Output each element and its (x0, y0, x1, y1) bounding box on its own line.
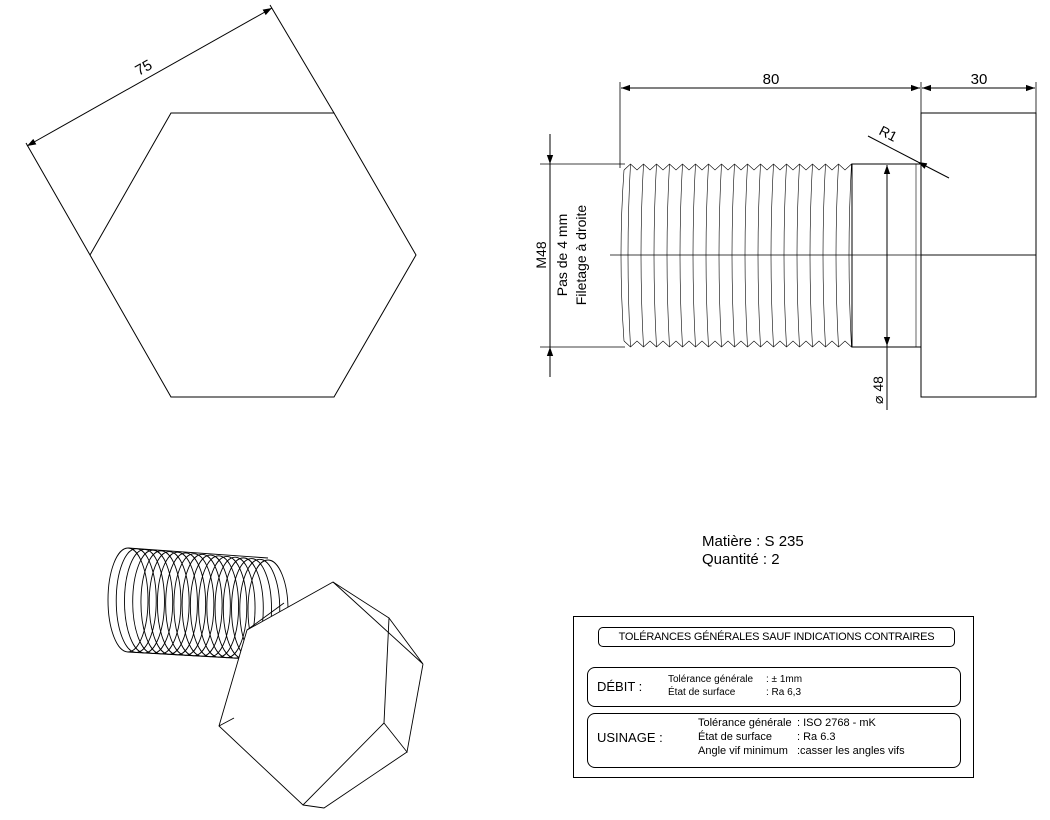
usinage-tolerance-key: Tolérance générale (698, 717, 792, 729)
thread-crest-line (770, 163, 774, 348)
thread-crest-line (744, 163, 748, 348)
dimension-80: 80 (763, 71, 780, 88)
thread-ring (173, 553, 215, 657)
radius-r1: R1 (877, 122, 900, 144)
thread-crest-line (692, 163, 696, 348)
thread-crest-line (640, 163, 644, 348)
side-view (540, 82, 1037, 410)
usinage-label: USINAGE : (597, 730, 663, 745)
thread-ring (132, 549, 174, 654)
isometric-view (107, 547, 424, 809)
thread-body (620, 163, 853, 348)
usinage-row: USINAGE : Tolérance générale : ISO 2768 -… (587, 713, 961, 768)
thread-direction: Filetage à droite (573, 205, 589, 306)
extension-line-left (25, 142, 91, 256)
thread-profile (623, 340, 853, 348)
debit-surface-value: : Ra 6,3 (766, 687, 802, 698)
tolerances-box: TOLÉRANCES GÉNÉRALES SAUF INDICATIONS CO… (573, 616, 974, 778)
thread-designation: M48 (533, 241, 549, 268)
debit-values: Tolérance générale : ± 1mm État de surfac… (668, 673, 802, 699)
thread-ring (198, 555, 240, 658)
usinage-angle-key: Angle vif minimum (698, 745, 788, 757)
isometric-thread (107, 547, 289, 661)
hex-view (25, 4, 417, 398)
usinage-tolerance-value: : ISO 2768 - mK (797, 717, 876, 729)
thread-crest-line (666, 163, 670, 348)
isometric-head-face (218, 581, 390, 806)
thread-crest-line (822, 163, 826, 348)
thread-ring (206, 556, 248, 659)
thread-crest-line (705, 163, 709, 348)
thread-ring (115, 548, 157, 653)
thread-crest-line (757, 163, 761, 348)
thread-ring (181, 553, 223, 657)
material-note: Matière : S 235 Quantité : 2 (702, 533, 804, 569)
debit-label: DÉBIT : (597, 679, 643, 694)
thread-crest-line (848, 163, 852, 348)
thread-ring (148, 551, 190, 655)
thread-crest-line (653, 163, 657, 348)
thread-crest-line (718, 163, 722, 348)
dimension-line-75 (26, 7, 273, 147)
thread-crest-line (835, 163, 839, 348)
extension-line-right (269, 4, 335, 114)
material-text: Matière : S 235 (702, 533, 804, 550)
thread-ring (189, 554, 231, 658)
usinage-values: Tolérance générale : ISO 2768 - mK État d… (698, 716, 905, 758)
thread-end (620, 169, 625, 342)
debit-tolerance-value: : ± 1mm (766, 674, 803, 685)
thread-crest-line (809, 163, 813, 348)
thread-ring (140, 550, 182, 655)
thread-crest-line (627, 163, 631, 348)
thread-ring (165, 552, 207, 656)
usinage-surface-key: État de surface (698, 731, 772, 743)
debit-row: DÉBIT : Tolérance générale : ± 1mm État d… (587, 667, 961, 707)
diameter-48: ⌀ 48 (870, 376, 886, 404)
dimension-75: 75 (132, 57, 155, 80)
thread-crest-line (679, 163, 683, 348)
debit-tolerance-key: Tolérance générale (668, 674, 754, 685)
thread-ring (156, 551, 198, 656)
quantity-text: Quantité : 2 (702, 551, 780, 568)
dimension-30: 30 (971, 71, 988, 88)
usinage-angle-value: :casser les angles vifs (797, 745, 905, 757)
r1-leader (917, 161, 950, 179)
usinage-surface-value: : Ra 6.3 (797, 731, 836, 743)
thread-crest-line (796, 163, 800, 348)
hexagon-outline (89, 112, 417, 398)
thread-profile (623, 163, 853, 171)
tolerances-header: TOLÉRANCES GÉNÉRALES SAUF INDICATIONS CO… (598, 627, 955, 647)
thread-crest-line (783, 163, 787, 348)
thread-ring (124, 548, 165, 654)
debit-surface-key: État de surface (668, 687, 736, 698)
thread-crest-line (731, 163, 735, 348)
thread-ring (107, 547, 149, 653)
thread-pitch: Pas de 4 mm (554, 214, 570, 296)
